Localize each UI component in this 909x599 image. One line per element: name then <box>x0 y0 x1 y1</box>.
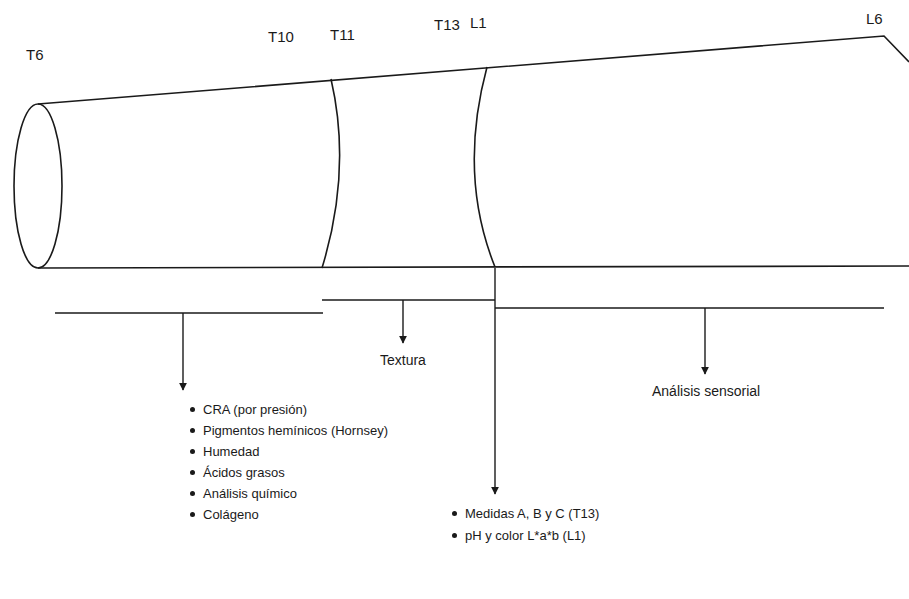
analysis-item: CRA (por presión) <box>190 402 307 417</box>
label-text: pH y color L*a*b (L1) <box>465 528 586 543</box>
bullet <box>190 512 195 517</box>
label-text: CRA (por presión) <box>203 402 307 417</box>
label-text: Análisis químico <box>203 486 297 501</box>
leader-arrow <box>494 268 495 494</box>
analysis-label: Textura <box>380 352 426 368</box>
label-text: Colágeno <box>203 507 259 522</box>
analysis-item: Humedad <box>190 444 259 459</box>
cylinder-end <box>14 104 62 268</box>
label-text: T10 <box>268 28 294 45</box>
section-line <box>474 67 495 267</box>
label-text: Humedad <box>203 444 259 459</box>
leader-arrow <box>182 313 183 390</box>
vertebra-label: T13 <box>434 16 460 33</box>
leader-arrow <box>704 308 705 374</box>
bullet <box>190 491 195 496</box>
analysis-item: Colágeno <box>190 507 259 522</box>
label-text: Medidas A, B y C (T13) <box>465 506 599 521</box>
bullet <box>190 449 195 454</box>
bracket-line <box>495 307 884 308</box>
label-text: Análisis sensorial <box>652 383 760 399</box>
vertebra-label: T11 <box>330 26 355 43</box>
label-text: T11 <box>330 26 355 43</box>
vertebra-label: L6 <box>866 10 883 27</box>
bullet <box>452 511 457 516</box>
bullet <box>190 428 195 433</box>
cylinder-top <box>38 36 909 104</box>
label-text: T13 <box>434 16 460 33</box>
label-text: Textura <box>380 352 426 368</box>
bracket-line <box>322 299 495 300</box>
label-text: Ácidos grasos <box>203 465 285 480</box>
bullet <box>190 407 195 412</box>
label-text: L6 <box>866 10 883 27</box>
analysis-item: Análisis químico <box>190 486 297 501</box>
bullet <box>452 533 457 538</box>
vertebra-label: L1 <box>470 14 487 31</box>
analysis-item: Medidas A, B y C (T13) <box>452 506 599 521</box>
label-text: Pigmentos hemínicos (Hornsey) <box>203 423 388 438</box>
analysis-item: Pigmentos hemínicos (Hornsey) <box>190 423 388 438</box>
leader-arrow <box>402 300 403 343</box>
cylinder-bottom <box>38 266 909 268</box>
vertebra-label: T10 <box>268 28 294 45</box>
label-text: T6 <box>26 46 44 63</box>
analysis-item: pH y color L*a*b (L1) <box>452 528 586 543</box>
label-text: L1 <box>470 14 487 31</box>
bullet <box>190 470 195 475</box>
section-line <box>322 79 340 268</box>
vertebra-label: T6 <box>26 46 44 63</box>
analysis-item: Ácidos grasos <box>190 465 285 480</box>
analysis-label: Análisis sensorial <box>652 383 760 399</box>
bracket-line <box>55 312 323 313</box>
